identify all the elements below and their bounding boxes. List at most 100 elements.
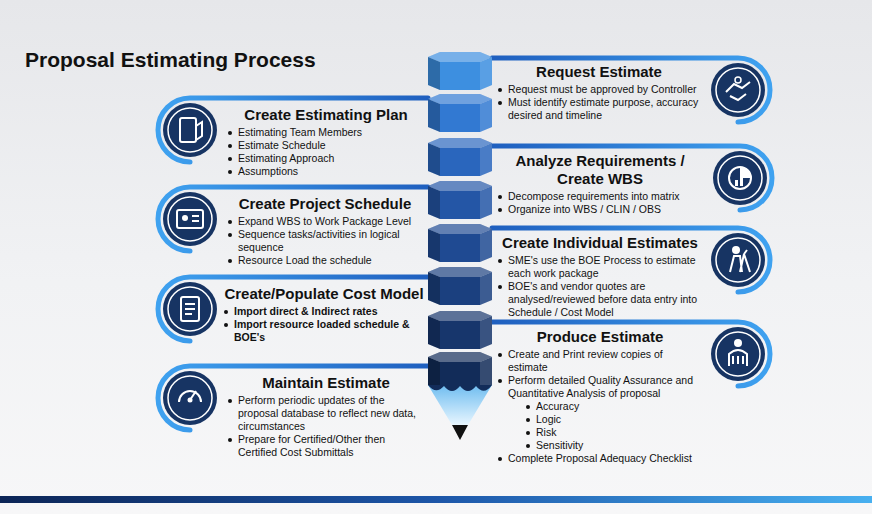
bullet-dot — [526, 418, 530, 422]
bullet-text: Estimate Schedule — [238, 139, 326, 151]
bullet-text: Assumptions — [238, 165, 298, 177]
step-box: Request EstimateRequest must be approved… — [496, 63, 702, 122]
bullet-row: Resource Load the schedule — [226, 254, 424, 267]
bullet-dot — [498, 195, 502, 199]
bullet-row: Estimating Team Members — [226, 126, 426, 139]
bullet-dot — [228, 259, 232, 263]
bullet-dot — [498, 208, 502, 212]
bullet-row: Prepare for Certified/Other then Certifi… — [226, 433, 426, 459]
bullet-text: Sequence tasks/activities in logical seq… — [238, 228, 400, 253]
bullet-row: SME's use the BOE Process to estimate ea… — [496, 254, 704, 280]
bullet-row: Must identify estimate purpose, accuracy… — [496, 96, 702, 122]
bullet-dot — [228, 438, 232, 442]
pencil-segment — [428, 267, 492, 305]
bullet-text: Estimating Approach — [238, 152, 334, 164]
step-box: Analyze Requirements / Create WBS Decompo… — [496, 152, 704, 216]
bullet-text: Decompose requirements into matrix — [508, 190, 680, 202]
bullet-row: Complete Proposal Adequacy Checklist — [496, 452, 704, 465]
bullet-dot — [526, 431, 530, 435]
pencil-wood — [428, 385, 492, 425]
step-heading: Create Project Schedule — [226, 195, 424, 213]
bullet-dot — [498, 379, 502, 383]
bullet-dot — [498, 457, 502, 461]
pencil-lead — [452, 425, 468, 440]
step-heading: Create Estimating Plan — [226, 106, 426, 124]
bracket-line — [492, 146, 772, 210]
bullet-dot — [228, 233, 232, 237]
step-heading: Create Individual Estimates — [496, 234, 704, 252]
bullet-dot — [498, 353, 502, 357]
bullet-row: Logic — [496, 413, 704, 426]
bullet-dot — [498, 88, 502, 92]
handshake-icon — [711, 63, 765, 117]
bullet-row: Import direct & Indirect rates — [222, 305, 426, 318]
step-box: Maintain EstimatePerform periodic update… — [226, 374, 426, 459]
page-title: Proposal Estimating Process — [25, 48, 316, 72]
bullet-row: Estimating Approach — [226, 152, 426, 165]
bullet-dot — [228, 131, 232, 135]
step-box: Create Individual EstimatesSME's use the… — [496, 234, 704, 319]
icons — [163, 63, 767, 425]
bullet-row: Assumptions — [226, 165, 426, 178]
bullet-text: Import direct & Indirect rates — [234, 305, 378, 317]
bullet-row: Perform detailed Quality Assurance and Q… — [496, 374, 704, 400]
step-heading: Maintain Estimate — [226, 374, 426, 392]
bracket-line — [158, 187, 428, 251]
bullet-row: Estimate Schedule — [226, 139, 426, 152]
bullet-dot — [228, 399, 232, 403]
step-heading: Analyze Requirements / Create WBS — [496, 152, 704, 188]
pencil-segment — [428, 181, 492, 219]
bullet-text: Prepare for Certified/Other then Certifi… — [238, 433, 385, 458]
bullet-text: Resource Load the schedule — [238, 254, 372, 266]
bullet-dot — [498, 101, 502, 105]
analyst-icon — [711, 327, 765, 381]
step-heading: Create/Populate Cost Model — [222, 285, 426, 303]
bullet-row: Organize into WBS / CLIN / OBS — [496, 203, 704, 216]
bullet-text: Estimating Team Members — [238, 126, 362, 138]
bullet-row: Create and Print review copies of estima… — [496, 348, 704, 374]
bracket-lines — [158, 58, 772, 430]
pencil-segment — [428, 138, 492, 176]
pencil-segment — [428, 352, 492, 390]
bullet-text: Perform detailed Quality Assurance and Q… — [508, 374, 693, 399]
bullet-text: Organize into WBS / CLIN / OBS — [508, 203, 661, 215]
bullet-dot — [228, 220, 232, 224]
bullet-text: Complete Proposal Adequacy Checklist — [508, 452, 692, 464]
bullet-row: Perform periodic updates of the proposal… — [226, 394, 426, 433]
step-box: Create/Populate Cost ModelImport direct … — [222, 285, 426, 344]
sub-bullet-text: Risk — [536, 426, 556, 438]
sub-bullet-text: Accuracy — [536, 400, 579, 412]
bullet-text: Expand WBS to Work Package Level — [238, 215, 411, 227]
document-icon — [163, 282, 217, 336]
pencil-segment — [428, 311, 492, 349]
bracket-line — [492, 58, 770, 122]
step-heading: Request Estimate — [496, 63, 702, 81]
gauge-icon — [163, 371, 217, 425]
bullet-row: Sensitivity — [496, 439, 704, 452]
bullet-text: Must identify estimate purpose, accuracy… — [508, 96, 698, 121]
bullet-text: Import resource loaded schedule & BOE's — [234, 318, 410, 343]
chart-icon — [713, 151, 767, 205]
bullet-row: Import resource loaded schedule & BOE's — [222, 318, 426, 344]
bullet-dot — [228, 144, 232, 148]
bullet-dot — [224, 310, 228, 314]
footer-bar — [0, 496, 872, 503]
tablet-icon — [163, 103, 217, 157]
step-box: Produce EstimateCreate and Print review … — [496, 328, 704, 465]
bracket-line — [158, 277, 428, 341]
pencil-segment — [428, 224, 492, 262]
pencil-scallop — [428, 385, 492, 391]
bullet-row: Sequence tasks/activities in logical seq… — [226, 228, 424, 254]
pencil-segment — [428, 94, 492, 132]
pencil-segment — [428, 52, 492, 90]
bullet-dot — [526, 405, 530, 409]
bullet-text: Create and Print review copies of estima… — [508, 348, 663, 373]
bullet-dot — [498, 259, 502, 263]
bullet-text: SME's use the BOE Process to estimate ea… — [508, 254, 696, 279]
sub-bullet-text: Sensitivity — [536, 439, 583, 451]
bullet-row: Request must be approved by Controller — [496, 83, 702, 96]
bullet-text: Perform periodic updates of the proposal… — [238, 394, 416, 432]
bullet-dot — [224, 323, 228, 327]
step-box: Create Estimating PlanEstimating Team Me… — [226, 106, 426, 178]
